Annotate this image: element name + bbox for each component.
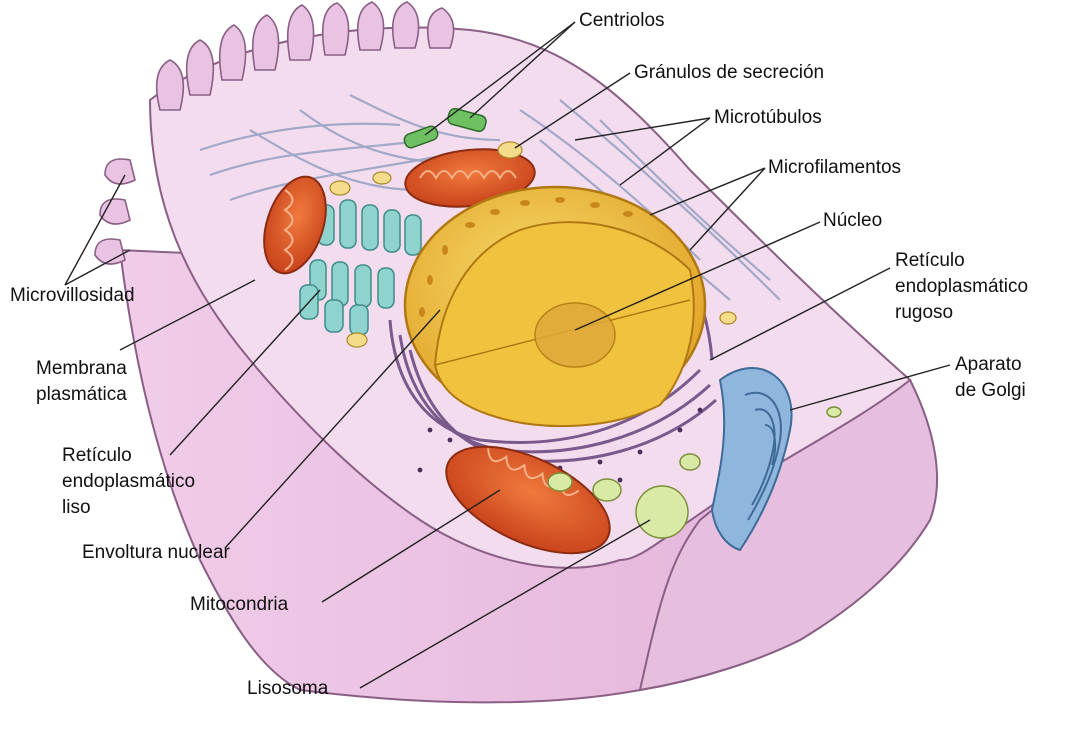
label-microtubulos: Microtúbulos [714, 105, 822, 131]
label-granulos-secrecion: Gránulos de secreción [634, 60, 824, 86]
label-microvillosidad: Microvillosidad [10, 283, 135, 309]
label-microfilamentos: Microfilamentos [768, 155, 901, 181]
label-nucleo: Núcleo [823, 208, 882, 234]
label-centriolos: Centriolos [579, 8, 665, 34]
label-lisosoma: Lisosoma [247, 676, 328, 702]
nucleolus [535, 303, 615, 367]
label-reticulo-liso: Retículo endoplasmático liso [62, 443, 195, 521]
label-reticulo-rugoso: Retículo endoplasmático rugoso [895, 248, 1028, 326]
nucleus [405, 187, 705, 426]
label-envoltura-nuclear: Envoltura nuclear [82, 540, 230, 566]
label-aparato-golgi: Aparato de Golgi [955, 352, 1026, 404]
label-mitocondria: Mitocondria [190, 592, 288, 618]
label-membrana-plasmatica: Membrana plasmática [36, 356, 127, 408]
